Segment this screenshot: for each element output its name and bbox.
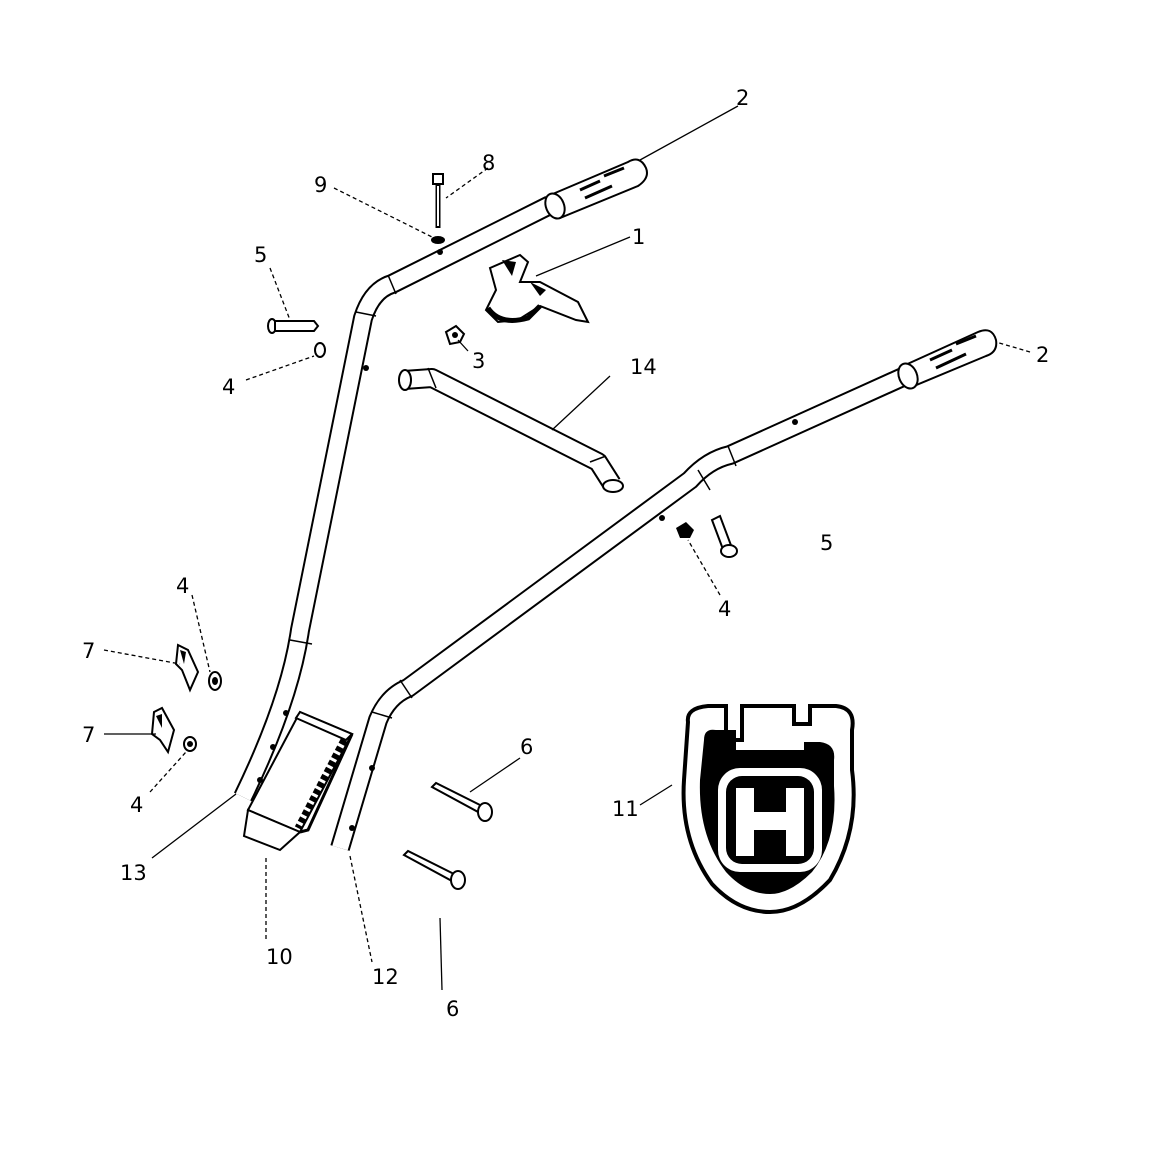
washer-9	[431, 236, 445, 244]
callout-6-upper: 6	[520, 735, 533, 759]
bolt-6-upper	[430, 781, 493, 822]
callout-6-lower: 6	[446, 997, 459, 1021]
callout-5-right: 5	[820, 531, 833, 555]
callout-8: 8	[482, 151, 495, 175]
cross-bar	[398, 367, 624, 493]
left-handlebar-tube	[234, 196, 555, 802]
callout-2-right-grip: 2	[1036, 343, 1049, 367]
callout-4-right: 4	[718, 597, 731, 621]
callout-3: 3	[472, 349, 485, 373]
wing-nut-7-lower	[150, 706, 176, 755]
washer-4-upper	[314, 342, 326, 358]
leader-lines	[103, 105, 1031, 991]
nut-4-right	[676, 522, 694, 538]
callout-7-lower: 7	[82, 723, 95, 747]
callout-11: 11	[612, 797, 639, 821]
nut-3	[444, 324, 466, 346]
callout-labels: 1 2 2 3 4 4 4 4 5 5 6 6 7 7 8 9 10 11 12…	[82, 86, 1049, 1021]
callout-12: 12	[372, 965, 399, 989]
callout-1: 1	[632, 225, 645, 249]
callout-5-left: 5	[254, 243, 267, 267]
bolt-5-right	[710, 514, 738, 558]
right-grip	[897, 329, 998, 390]
bolt-6-lower	[402, 849, 466, 890]
left-grip	[544, 158, 648, 220]
callout-9: 9	[314, 173, 327, 197]
throttle-lever	[484, 253, 590, 324]
callout-4-wing-lower: 4	[130, 793, 143, 817]
callout-14: 14	[630, 355, 657, 379]
callout-4-wing-upper: 4	[176, 574, 189, 598]
bolt-8	[432, 173, 444, 228]
brand-logo: H	[681, 704, 856, 915]
wing-nut-7-upper	[174, 643, 200, 693]
callout-4-upper: 4	[222, 375, 235, 399]
bolt-5-left	[267, 318, 320, 334]
callout-2-left-grip: 2	[736, 86, 749, 110]
callout-13: 13	[120, 861, 147, 885]
right-handlebar-tube	[330, 366, 910, 851]
control-panel-10	[242, 710, 354, 852]
callout-10: 10	[266, 945, 293, 969]
callout-7-upper: 7	[82, 639, 95, 663]
